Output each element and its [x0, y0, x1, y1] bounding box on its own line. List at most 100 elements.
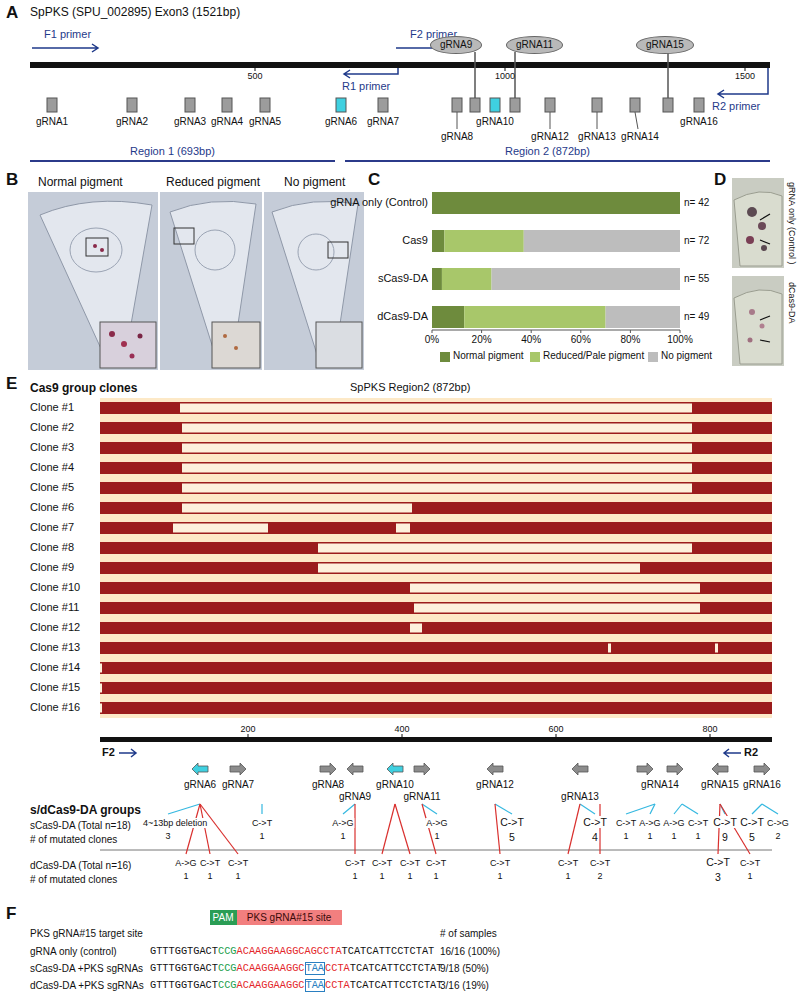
leader-line [422, 804, 436, 854]
larva-micrograph [328, 242, 348, 258]
grna-arrow [667, 763, 683, 775]
grna-stick [475, 52, 668, 98]
row-label: sCas9-DA [378, 272, 428, 285]
mutation-type: C->T [557, 858, 579, 868]
mutation-type: C->T [739, 858, 761, 868]
chart-axis [432, 330, 680, 331]
mutation-type: C->T [582, 816, 608, 828]
grna-site-box [694, 98, 704, 112]
scale-tick [255, 68, 256, 71]
clone-label: Clone #9 [30, 561, 74, 574]
grna-oval: gRNA9 [430, 36, 482, 54]
mutation-count: 1 [351, 871, 358, 881]
deleted-segment [182, 504, 412, 513]
region-label: Region 2 (872bp) [505, 145, 590, 158]
legend-swatch [440, 352, 450, 362]
axis-tick-label: 20% [472, 334, 492, 346]
clone-label: Clone #3 [30, 441, 74, 454]
node-text: PAM [213, 912, 234, 924]
sequence-segment: TCATCATTCCTCTAT [350, 980, 443, 992]
grna-arrow [754, 763, 770, 775]
group-heading: Cas9 group clones [30, 382, 137, 396]
region-line [30, 160, 335, 162]
sequence-row: GTTTGGTGACTCCGACAAGGAAGGCTAACCTATCATCATT… [150, 980, 442, 992]
clone-bar [100, 462, 772, 474]
leader-line [762, 804, 778, 814]
grna-label: gRNA14 [641, 779, 679, 791]
grna-stick [474, 52, 476, 98]
mutation-count: 1 [234, 871, 241, 881]
pigment-micrograph [749, 309, 755, 315]
leader-line [752, 804, 762, 814]
legend-swatch [530, 352, 540, 362]
grna-arrow [637, 763, 653, 775]
grna-site-box [490, 98, 500, 112]
clone-bar [100, 682, 772, 694]
mutation-count: 1 [182, 871, 189, 881]
larva-micrograph [223, 334, 227, 338]
row-label: # of mutated clones [30, 834, 117, 846]
grna-arrow [230, 763, 246, 775]
leader-line [261, 804, 262, 814]
clone-bar [100, 502, 772, 514]
mutation-count: 9 [721, 831, 729, 843]
pigment-micrograph [747, 207, 757, 217]
mutation-type: A->G [331, 818, 354, 828]
row-label: sCas9-DA +PKS sgRNAs [30, 963, 143, 975]
mutation-count: 1 [622, 831, 629, 841]
deleted-segment [182, 424, 692, 433]
node-text: gRNA15 [646, 39, 684, 51]
leader-line [650, 804, 655, 814]
bar-segment [444, 230, 523, 252]
node-text: gRNA11 [516, 39, 553, 51]
clone-bar [100, 482, 772, 494]
axis-tick-label: 100% [667, 334, 693, 346]
leader-line [674, 804, 682, 814]
grna-stick [667, 52, 669, 98]
group-divider [100, 850, 772, 851]
mutation-count: 1 [496, 871, 503, 881]
grna-site-box [127, 98, 137, 112]
mutation-count: 5 [508, 831, 516, 843]
clone-label: Clone #10 [30, 581, 80, 594]
chart-axis [432, 330, 433, 333]
mutation-count: 3 [714, 871, 722, 883]
leader-line [568, 804, 580, 854]
mutation-type: A->G [662, 818, 685, 828]
larva-micrograph [298, 234, 334, 270]
grna-label: gRNA5 [249, 116, 281, 128]
sequence-segment: CCTA [325, 980, 350, 992]
grna-label: gRNA7 [222, 779, 254, 791]
grna-label: gRNA6 [325, 116, 357, 128]
larva-micrograph [138, 334, 143, 339]
grna-site-box [452, 98, 462, 112]
sequence-segment: TCATCATTCCTCTAT [342, 946, 435, 958]
mutation-count: 2 [596, 871, 603, 881]
clone-bar [100, 642, 772, 654]
mutation-count: 1 [339, 831, 346, 841]
panel-letter: F [6, 904, 16, 924]
region-line [345, 160, 770, 162]
deleted-segment [173, 524, 268, 533]
scale-tick [255, 68, 745, 71]
bar-segment [464, 306, 605, 328]
clone-bar [100, 562, 772, 574]
panel-letter: D [714, 170, 726, 190]
row-label: gRNA only (Control) [330, 196, 428, 209]
sample-fraction: 9/18 (50%) [440, 963, 489, 975]
larva-micrograph [160, 192, 262, 370]
grna-label: gRNA11 [403, 791, 440, 803]
image-side-label: gRNA only (Control ) [787, 182, 797, 265]
larva-micrograph [100, 248, 104, 252]
pigment-micrograph [760, 214, 770, 244]
grna-site-box [260, 98, 270, 112]
clone-label: Clone #13 [30, 641, 80, 654]
pigment-micrograph [734, 192, 782, 266]
chart-axis [680, 330, 681, 333]
sample-count: n= 72 [684, 235, 709, 247]
mutation-type: C->T [227, 858, 249, 868]
sequence-segment: GTTTGGTGACT [150, 946, 218, 958]
grna-label: gRNA15 [701, 779, 739, 791]
row-label: sCas9-DA (Total n=18) [30, 820, 131, 832]
scale-tick [710, 734, 711, 737]
